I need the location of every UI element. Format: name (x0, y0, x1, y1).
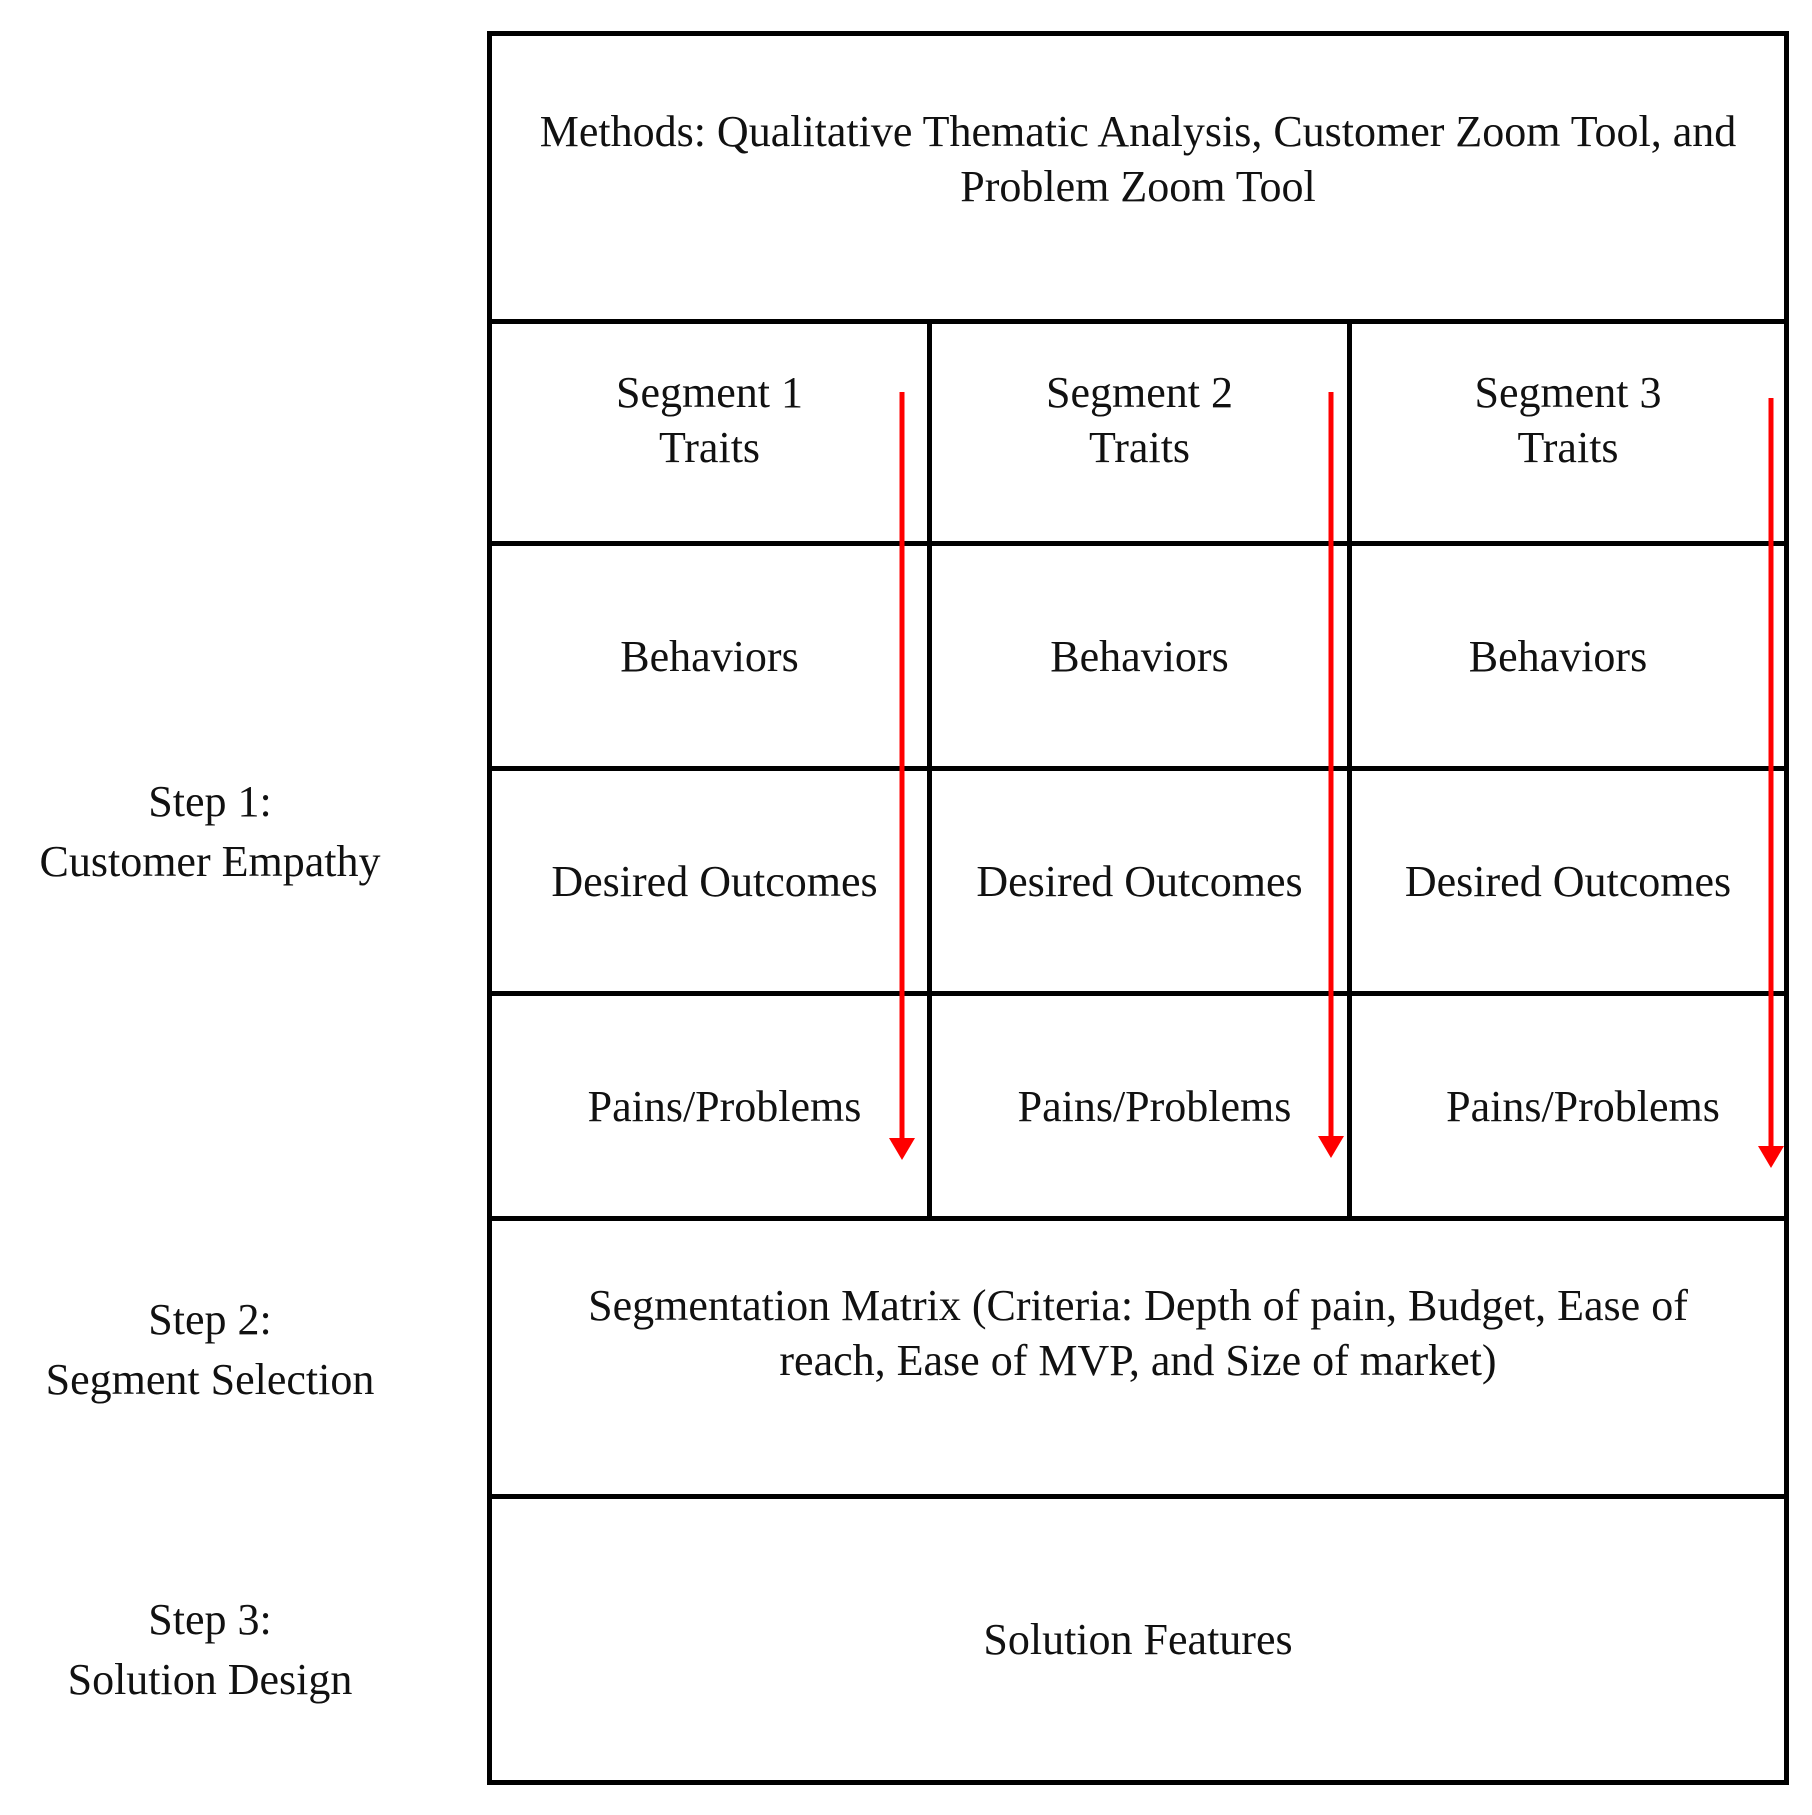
grid-line-pains-bottom (492, 1216, 1784, 1221)
step-1-number: Step 1: (148, 777, 272, 826)
methods-text: Methods: Qualitative Thematic Analysis, … (539, 107, 1737, 211)
segment-3-pains-problems: Pains/Problems (1446, 1081, 1720, 1131)
step-3-number: Step 3: (148, 1595, 272, 1644)
step-2-number: Step 2: (148, 1295, 272, 1344)
grid-line-behaviors-bottom (492, 766, 1784, 771)
segment-3-traits: Segment 3 Traits (1352, 329, 1784, 541)
grid-divider-2 (1347, 324, 1352, 1216)
segment-3-traits-label: Traits (1517, 423, 1619, 472)
framework-table: Methods: Qualitative Thematic Analysis, … (487, 31, 1789, 1785)
segment-2-desired-outcomes: Desired Outcomes (976, 856, 1303, 906)
grid-line-outcomes-bottom (492, 991, 1784, 996)
segment-2-title: Segment 2 (1046, 368, 1233, 417)
segment-1-desired-outcomes: Desired Outcomes (551, 856, 878, 906)
step-2-label: Step 2: Segment Selection (0, 1290, 420, 1410)
solution-band: Solution Features (492, 1499, 1784, 1780)
segment-3-title: Segment 3 (1474, 368, 1662, 417)
step-3-label: Step 3: Solution Design (0, 1590, 420, 1710)
grid-divider-1 (927, 324, 932, 1216)
segment-1-title: Segment 1 (616, 368, 803, 417)
step-1-label: Step 1: Customer Empathy (0, 772, 420, 892)
segment-3-behaviors: Behaviors (1468, 631, 1648, 681)
segment-3-desired-outcomes: Desired Outcomes (1404, 856, 1732, 906)
segment-2-behaviors: Behaviors (1050, 631, 1229, 681)
segment-2-traits-label: Traits (1088, 423, 1191, 472)
segment-1-traits: Segment 1 Traits (492, 329, 927, 541)
step-3-name: Solution Design (67, 1655, 353, 1704)
segmentation-matrix-band: Segmentation Matrix (Criteria: Depth of … (492, 1221, 1784, 1499)
segment-2-pains-problems: Pains/Problems (1017, 1081, 1292, 1131)
segment-1-pains-problems: Pains/Problems (587, 1081, 862, 1131)
grid-line-traits-bottom (492, 541, 1784, 546)
methods-band: Methods: Qualitative Thematic Analysis, … (492, 36, 1784, 324)
step-2-name: Segment Selection (45, 1355, 375, 1404)
step-1-name: Customer Empathy (39, 837, 381, 886)
segment-1-behaviors: Behaviors (620, 631, 799, 681)
segment-2-traits: Segment 2 Traits (932, 329, 1347, 541)
segmentation-matrix-text: Segmentation Matrix (Criteria: Depth of … (588, 1280, 1688, 1385)
segment-1-traits-label: Traits (658, 423, 761, 472)
solution-features-text: Solution Features (983, 1615, 1293, 1664)
